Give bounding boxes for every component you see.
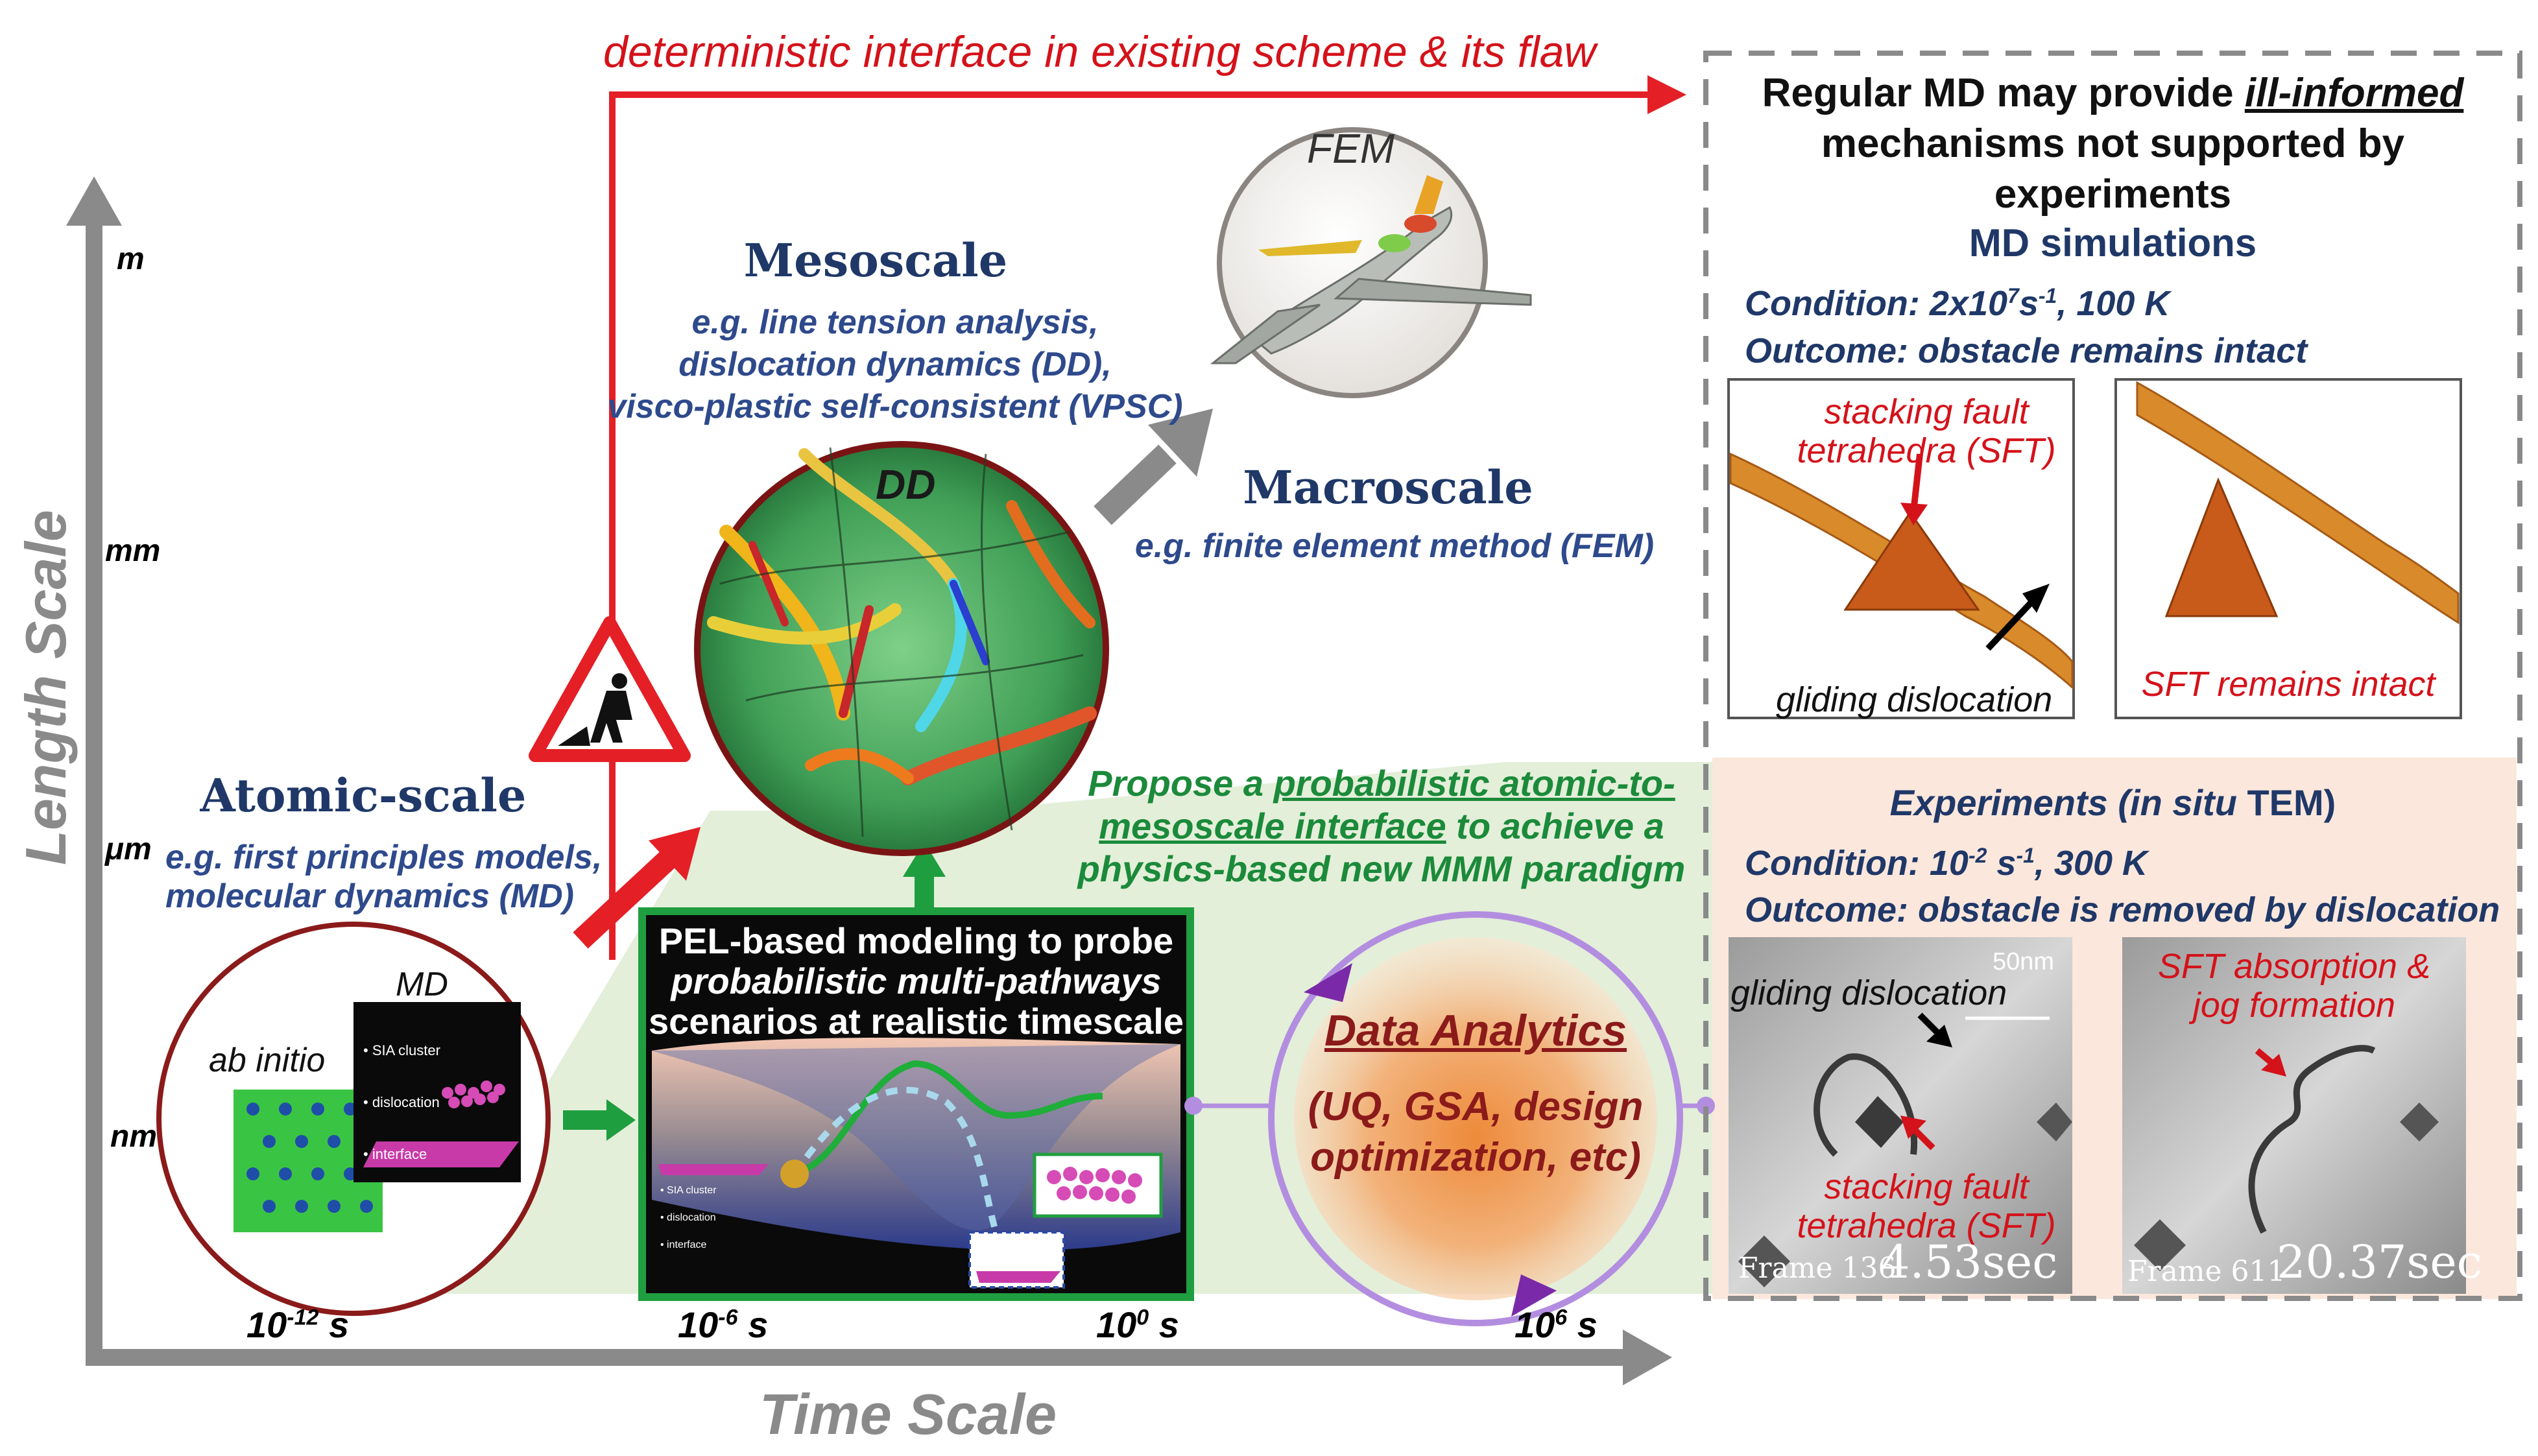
pel-dashed-pathway (791, 1086, 1002, 1241)
md-experiment-panel-border (1703, 51, 2522, 1301)
y-axis-arrowhead (66, 176, 122, 226)
time-4-53-label: 4.53sec (1881, 1235, 2058, 1289)
frame-136-label: Frame 136 (1738, 1252, 1897, 1285)
atomic-to-pel-arrow (563, 1099, 636, 1141)
time-20-37-label: 20.37sec (2277, 1235, 2482, 1289)
y-tick-um: μm (105, 832, 152, 866)
y-tick-mm: mm (105, 534, 161, 568)
y-tick-m: m (117, 242, 145, 276)
cycle-arrowhead-top (1304, 963, 1352, 1002)
mesoscale-title: Mesoscale (743, 233, 1008, 287)
pel-start-marker (780, 1160, 809, 1188)
sft-pyramid-right (2164, 477, 2279, 617)
md-label: MD (396, 966, 448, 1003)
atomic-to-meso-arrow (573, 827, 700, 949)
meso-to-macro-arrow (1094, 409, 1213, 525)
macroscale-title: Macroscale (1243, 460, 1533, 514)
y-tick-nm: nm (110, 1119, 157, 1154)
deterministic-arrowhead (1647, 75, 1686, 114)
md-gliding-label: gliding dislocation (1776, 680, 2053, 719)
tem-sft-left (1855, 1096, 1904, 1148)
md-condition: Condition: 2x107s-1, 100 K (1745, 284, 2170, 323)
meso-desc-line1: e.g. line tension analysis, (691, 304, 1099, 341)
exp-condition: Condition: 10-2 s-1, 300 K (1745, 844, 2148, 883)
frame-611-label: Frame 611 (2127, 1255, 2286, 1288)
exp-outcome: Outcome: obstacle is removed by dislocat… (1745, 890, 2500, 929)
sft-intact-label: SFT remains intact (2141, 665, 2436, 704)
md-outcome: Outcome: obstacle remains intact (1745, 331, 2308, 370)
x-axis-arrowhead (1623, 1330, 1672, 1385)
x-tick-1e-6: 10-6 s (678, 1304, 769, 1345)
axes (66, 176, 1672, 1385)
meso-desc-line3: visco-plastic self-consistent (VPSC) (607, 388, 1183, 425)
pel-pathway-line (793, 1060, 1103, 1177)
ab-initio-label: ab initio (209, 1042, 326, 1079)
experiments-title: Experiments (in situ TEM) (1889, 782, 2336, 823)
x-tick-1e0: 100 s (1096, 1304, 1179, 1345)
meso-desc-line2: dislocation dynamics (DD), (678, 346, 1112, 383)
atomic-desc-line2: molecular dynamics (MD) (165, 877, 574, 915)
atomic-desc-line1: e.g. first principles models, (165, 839, 603, 876)
md-simulations-title: MD simulations (1969, 221, 2257, 265)
md-panel-heading: Regular MD may provide ill-informed mech… (1762, 71, 2464, 217)
scale-bar-label: 50nm (1993, 948, 2055, 975)
y-axis-line (86, 221, 102, 1362)
data-analytics-list: (UQ, GSA, design optimization, etc) (1308, 1084, 1644, 1180)
atomic-scale-title: Atomic-scale (200, 769, 527, 822)
gliding-pointer-left (1985, 594, 2039, 651)
data-analytics-title: Data Analytics (1324, 1006, 1627, 1055)
road-work-warning-icon (529, 616, 691, 762)
y-axis-label: Length Scale (14, 510, 78, 865)
sft-absorption-label: SFT absorption & jog formation (2157, 947, 2431, 1025)
macro-desc: e.g. finite element method (FEM) (1134, 527, 1655, 565)
airplane-image (1210, 175, 1532, 364)
md-inset-legend: • SIA cluster • dislocation • interface (363, 1042, 440, 1162)
exp-gliding-label: gliding dislocation (1730, 973, 2007, 1012)
pel-to-meso-arrow (903, 842, 946, 911)
deterministic-interface-label: deterministic interface in existing sche… (603, 27, 1596, 77)
proposal-text: Propose a probabilistic atomic-to- mesos… (1077, 763, 1686, 889)
pel-inset-right (1033, 1152, 1163, 1218)
sft-pyramid-left (1843, 510, 1980, 611)
sft-pointer-left (1910, 453, 1923, 513)
md-sft-label: stacking fault tetrahedra (SFT) (1797, 392, 2056, 470)
pel-inset-legend: • SIA cluster • dislocation • interface (660, 1185, 717, 1250)
x-axis-label: Time Scale (759, 1382, 1057, 1446)
analytics-glow (1294, 937, 1657, 1300)
exp-sft-label: stacking fault tetrahedra (SFT) (1797, 1167, 2056, 1245)
md-interface-plane (363, 1141, 519, 1167)
pel-description: PEL-based modeling to probe probabilisti… (649, 920, 1184, 1042)
dd-label: DD (876, 461, 936, 508)
cycle-arrowhead-bottom (1511, 1274, 1557, 1317)
x-axis-line (86, 1349, 1629, 1366)
fem-label: FEM (1307, 125, 1395, 172)
x-tick-1e-12: 10-12 s (246, 1304, 350, 1345)
x-tick-1e6: 106 s (1514, 1304, 1598, 1345)
data-analytics-cycle (1268, 911, 1683, 1326)
